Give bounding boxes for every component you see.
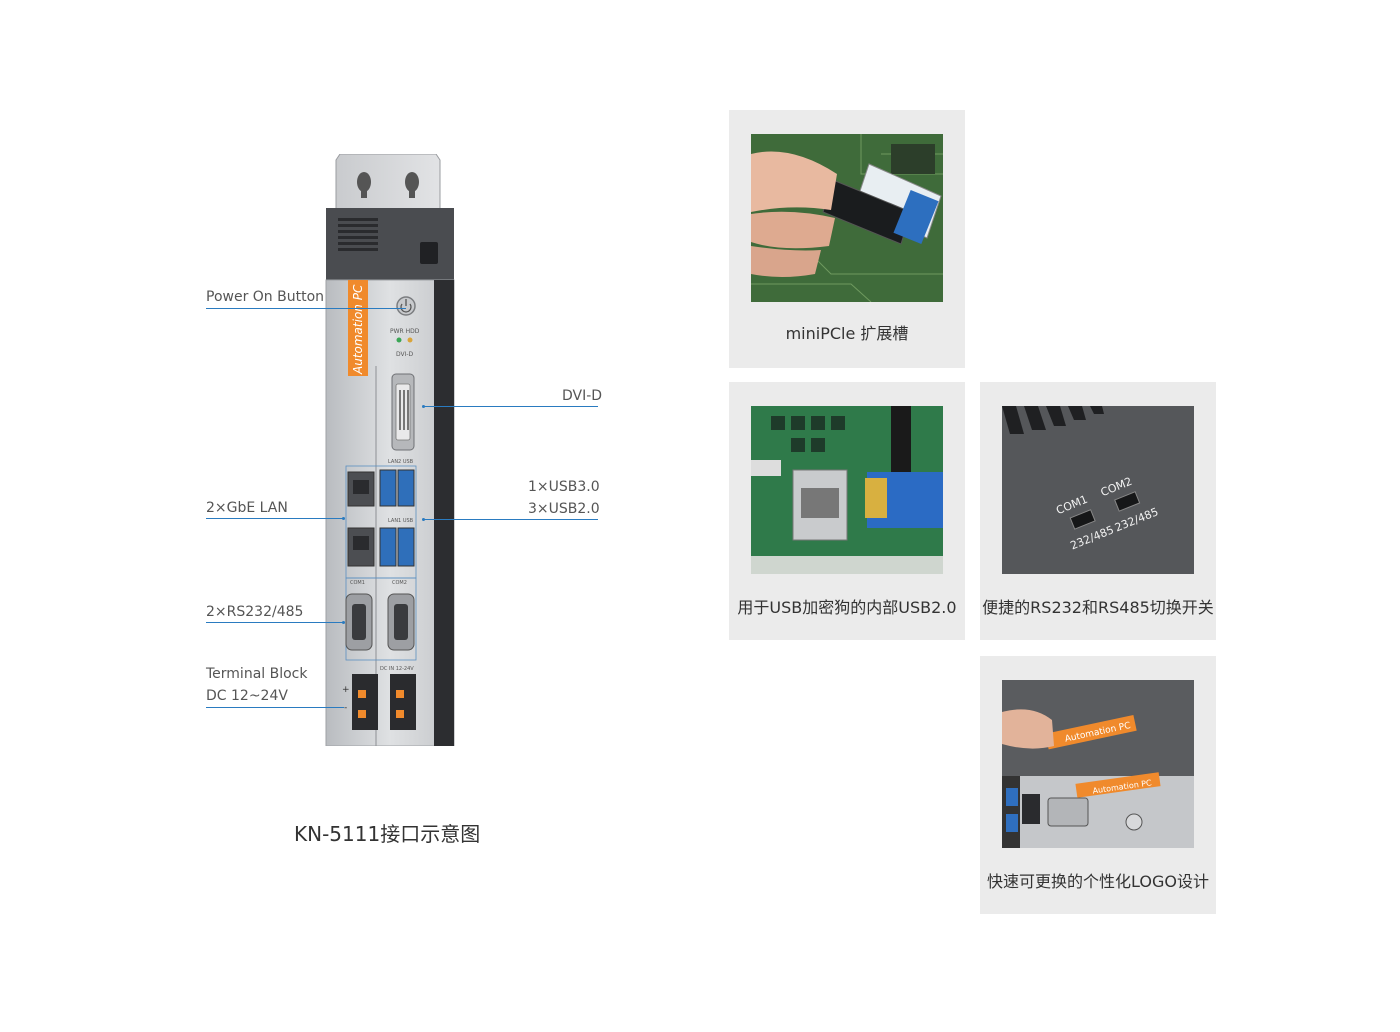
callout-line (424, 406, 598, 407)
usb-port-icon (379, 527, 397, 567)
side-heatsink (434, 280, 454, 746)
led-label: PWR HDD (390, 328, 420, 335)
brand-strip (348, 280, 368, 376)
callout-usb2: 3×USB2.0 (528, 501, 600, 517)
feature-card-logo: Automation PC Automation PC 快速可更换的个性化LOG… (980, 656, 1216, 914)
keyhole-left-icon (357, 172, 371, 192)
callout-line (206, 518, 344, 519)
callout-usb3: 1×USB3.0 (528, 479, 600, 495)
card-caption: 快速可更换的个性化LOGO设计 (987, 872, 1209, 891)
lan1-label: LAN1 USB (388, 518, 414, 524)
dc-label: DC IN 12-24V (380, 666, 414, 672)
minus-label: - (344, 703, 347, 713)
callout-line (206, 622, 344, 623)
plus-label: + (342, 685, 350, 695)
brand-strip-text: Automation PC (351, 284, 365, 375)
chassis-body (325, 279, 455, 746)
callout-terminal-voltage: DC 12~24V (206, 688, 288, 704)
terminal-block-icon (390, 674, 416, 730)
card-caption: miniPCle 扩展槽 (785, 324, 909, 343)
callout-lan: 2×GbE LAN (206, 500, 288, 516)
callout-line (424, 519, 598, 520)
callout-dot (342, 517, 345, 520)
feature-card-com-switch: COM1 COM2 232/485 232/485 便捷的RS232和RS485… (980, 382, 1216, 640)
hdd-led-icon (407, 337, 413, 343)
card-caption: 便捷的RS232和RS485切换开关 (982, 598, 1214, 617)
card-caption: 用于USB加密狗的内部USB2.0 (737, 598, 957, 617)
dvi-label: DVI-D (396, 351, 414, 358)
com1-label: COM1 (350, 580, 365, 586)
internal-usb-photo (751, 406, 943, 574)
com2-label: COM2 (392, 580, 407, 586)
mounting-bracket (335, 154, 441, 215)
usb-port-icon (397, 527, 415, 567)
terminal-block-icon (352, 674, 378, 730)
com-switch-photo: COM1 COM2 232/485 232/485 (1002, 406, 1194, 574)
callout-rs232: 2×RS232/485 (206, 604, 304, 620)
callout-power: Power On Button (206, 289, 325, 305)
feature-card-internal-usb: 用于USB加密狗的内部USB2.0 (729, 382, 965, 640)
keyhole-right-icon (405, 172, 419, 192)
callout-dot (422, 518, 425, 521)
callout-dvi: DVI-D (562, 388, 603, 404)
usb-port-icon (379, 469, 397, 507)
device-front-view: Automation PC PWR HDD DVI-D LAN2 USB LAN… (325, 154, 455, 746)
diagram-caption: KN-5111接口示意图 (294, 822, 481, 846)
callout-dot (342, 621, 345, 624)
feature-card-minipcie: miniPCle 扩展槽 (729, 110, 965, 368)
callout-line (206, 308, 406, 309)
callout-line (206, 707, 344, 708)
lan2-port-icon (347, 471, 375, 507)
minipcie-card-photo (751, 134, 943, 302)
callout-terminal-title: Terminal Block (206, 666, 308, 682)
vent-icon (338, 218, 378, 251)
top-connector-icon (420, 242, 438, 264)
lan2-label: LAN2 USB (388, 459, 414, 465)
usb-port-icon (397, 469, 415, 507)
logo-label-photo: Automation PC Automation PC (1002, 680, 1194, 848)
callout-dot (422, 405, 425, 408)
pwr-led-icon (396, 337, 402, 343)
